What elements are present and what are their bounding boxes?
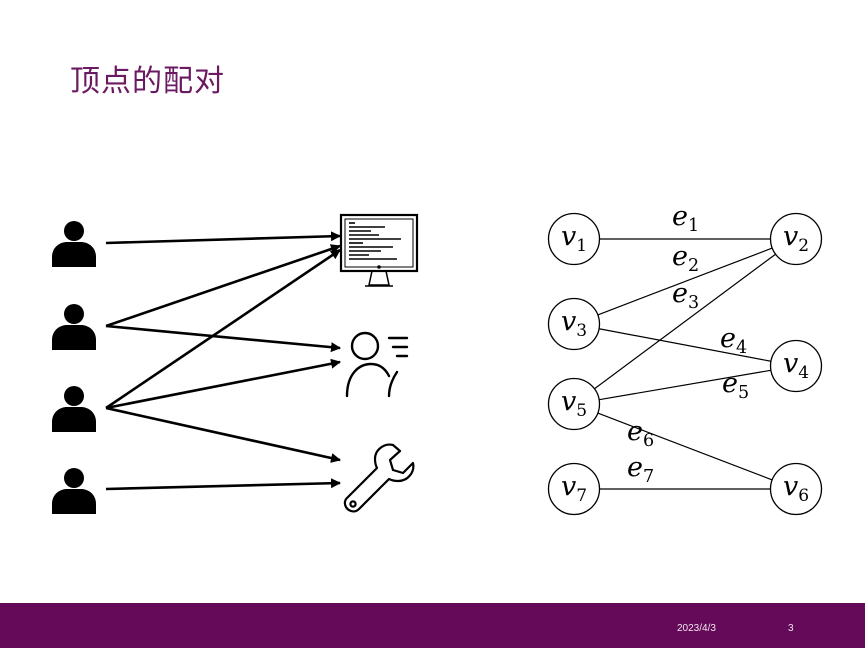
edge-label-e5: e5 bbox=[722, 368, 749, 403]
vertex-v7: v7 bbox=[547, 462, 601, 516]
vertex-label-v7: v7 bbox=[561, 471, 587, 506]
edge-e5 bbox=[599, 369, 771, 401]
footer-date: 2023/4/3 bbox=[677, 623, 716, 634]
slide-title: 顶点的配对 bbox=[70, 64, 225, 99]
vertex-label-v2: v2 bbox=[783, 221, 809, 256]
edge-e3 bbox=[594, 253, 776, 390]
vertex-v6: v6 bbox=[769, 462, 823, 516]
assignment-arrow bbox=[105, 244, 341, 328]
computer-monitor-icon bbox=[339, 213, 419, 287]
edge-e6 bbox=[597, 412, 773, 481]
wrench-icon bbox=[343, 443, 415, 513]
vertex-label-v6: v6 bbox=[783, 471, 809, 506]
vertex-label-v3: v3 bbox=[561, 306, 587, 341]
vertex-label-v1: v1 bbox=[561, 221, 587, 256]
user-list-icon bbox=[345, 331, 409, 398]
assignment-arrow bbox=[105, 324, 341, 353]
person-icon bbox=[52, 386, 96, 432]
assignment-arrow bbox=[105, 248, 341, 410]
vertex-label-v5: v5 bbox=[561, 386, 587, 421]
edge-e4 bbox=[598, 328, 772, 362]
edge-label-e2: e2 bbox=[672, 241, 699, 276]
edge-label-e6: e6 bbox=[627, 416, 654, 451]
footer-bar: 2023/4/3 3 bbox=[0, 603, 865, 648]
tasks-group bbox=[339, 213, 419, 513]
assignment-arrow bbox=[105, 478, 341, 491]
person-icon bbox=[52, 304, 96, 350]
people-group bbox=[52, 221, 96, 514]
assignment-arrows bbox=[105, 231, 341, 491]
vertex-v2: v2 bbox=[769, 212, 823, 266]
assignment-arrow bbox=[105, 231, 341, 245]
edge-label-e1: e1 bbox=[672, 201, 699, 236]
edge-e2 bbox=[597, 247, 773, 316]
vertex-v3: v3 bbox=[547, 297, 601, 351]
vertex-label-v4: v4 bbox=[783, 348, 809, 383]
person-icon bbox=[52, 468, 96, 514]
edge-label-e4: e4 bbox=[720, 323, 747, 358]
assignment-arrow bbox=[105, 406, 341, 463]
vertex-v4: v4 bbox=[769, 339, 823, 393]
assignment-arrow bbox=[105, 358, 341, 410]
vertex-v1: v1 bbox=[547, 212, 601, 266]
edge-label-e3: e3 bbox=[672, 278, 699, 313]
edge-label-e7: e7 bbox=[627, 452, 654, 487]
page-number: 3 bbox=[788, 623, 794, 634]
person-icon bbox=[52, 221, 96, 267]
vertex-v5: v5 bbox=[547, 377, 601, 431]
